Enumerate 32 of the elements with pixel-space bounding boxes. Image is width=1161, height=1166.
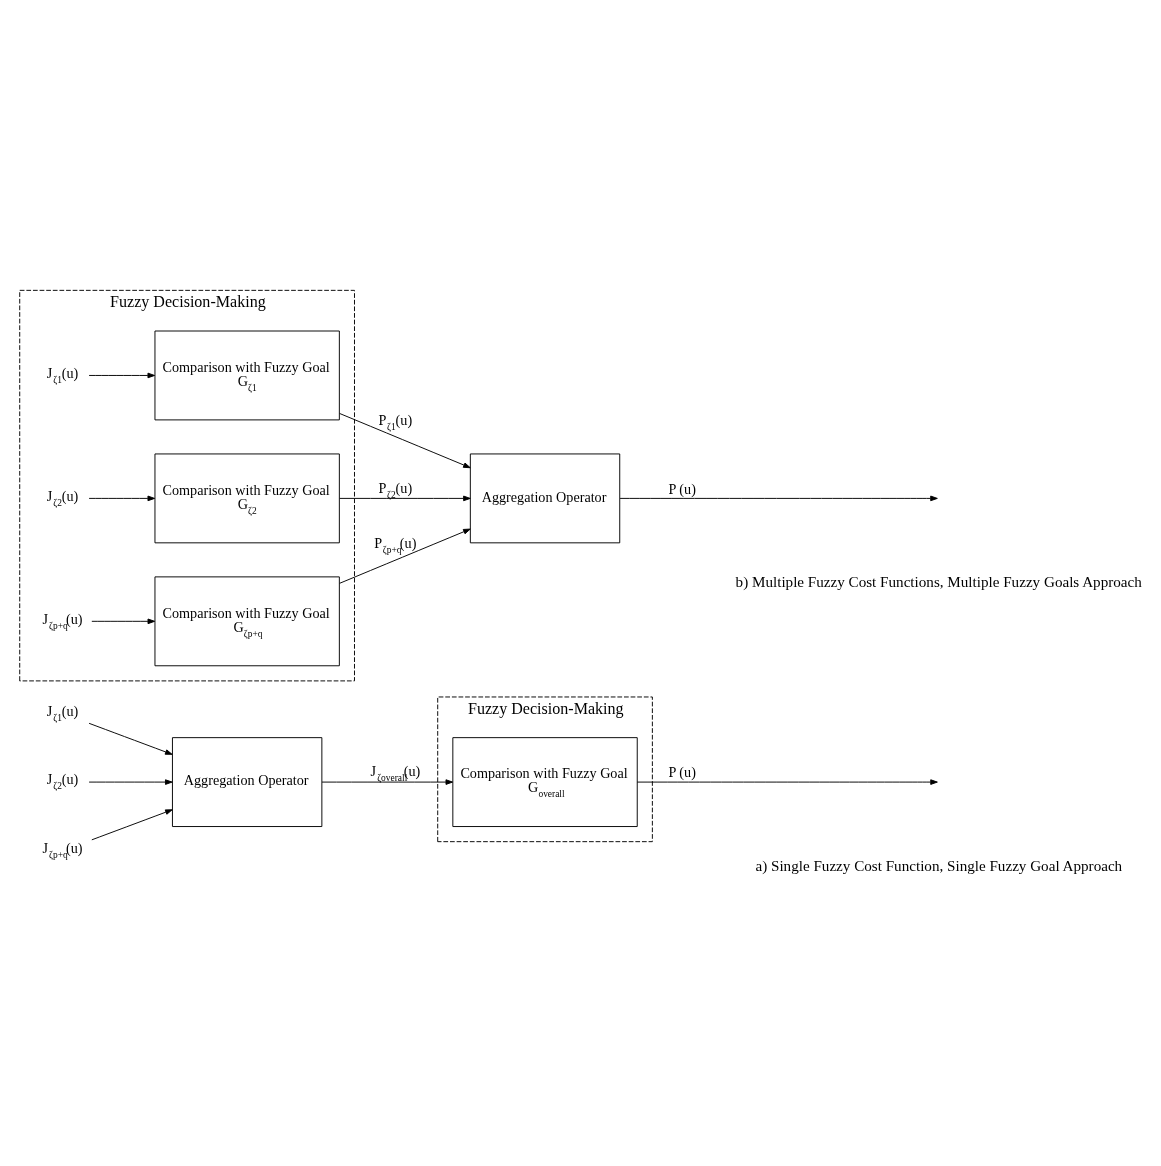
arrow: [91, 808, 173, 840]
node-text: J$_{ζ1}$(u): [46, 702, 79, 723]
arrow: [321, 778, 454, 785]
arrow: [88, 372, 156, 378]
arrow: [88, 495, 156, 501]
node-text: J$_{ζ2}$(u): [46, 770, 79, 791]
node-box: Comparison with Fuzzy Goal G$_{ζp+q}$: [154, 575, 340, 666]
node-text: J$_{ζ1}$(u): [46, 364, 79, 385]
edge-label: P$_{ζ2}$(u): [378, 479, 413, 500]
node-text: J$_{ζp+q}$(u): [42, 839, 83, 860]
node-text: J$_{ζp+q}$(u): [42, 610, 83, 631]
node-box: Comparison with Fuzzy Goal G$_{ζ2}$: [154, 452, 340, 543]
arrow: [88, 722, 173, 755]
edge-label: P (u): [668, 763, 696, 780]
arrow: [636, 778, 938, 785]
node-box: Aggregation Operator: [171, 736, 323, 827]
label: a) Single Fuzzy Cost Function, Single Fuzzy Goal Approach: [755, 857, 1123, 874]
node-text: J$_{ζ2}$(u): [46, 487, 79, 508]
arrow: [91, 618, 156, 624]
label: b) Multiple Fuzzy Cost Functions, Multiple Fuzzy Goals Approach: [735, 573, 1142, 590]
node-box: Comparison with Fuzzy Goal G$_{overall}$: [452, 736, 638, 827]
arrow: [619, 495, 938, 501]
arrow: [88, 778, 173, 785]
node-box: Aggregation Operator: [469, 452, 621, 543]
edge-label: P$_{ζp+q}$(u): [374, 534, 417, 555]
edge-label: J$_{ζoverall}$(u): [370, 762, 421, 783]
arrow: [339, 495, 471, 501]
arrow: [339, 528, 471, 584]
node-box: Comparison with Fuzzy Goal G$_{ζ1}$: [154, 330, 340, 420]
arrow: [339, 412, 471, 468]
edge-label: P$_{ζ1}$(u): [378, 411, 413, 432]
edge-label: P (u): [668, 480, 696, 497]
